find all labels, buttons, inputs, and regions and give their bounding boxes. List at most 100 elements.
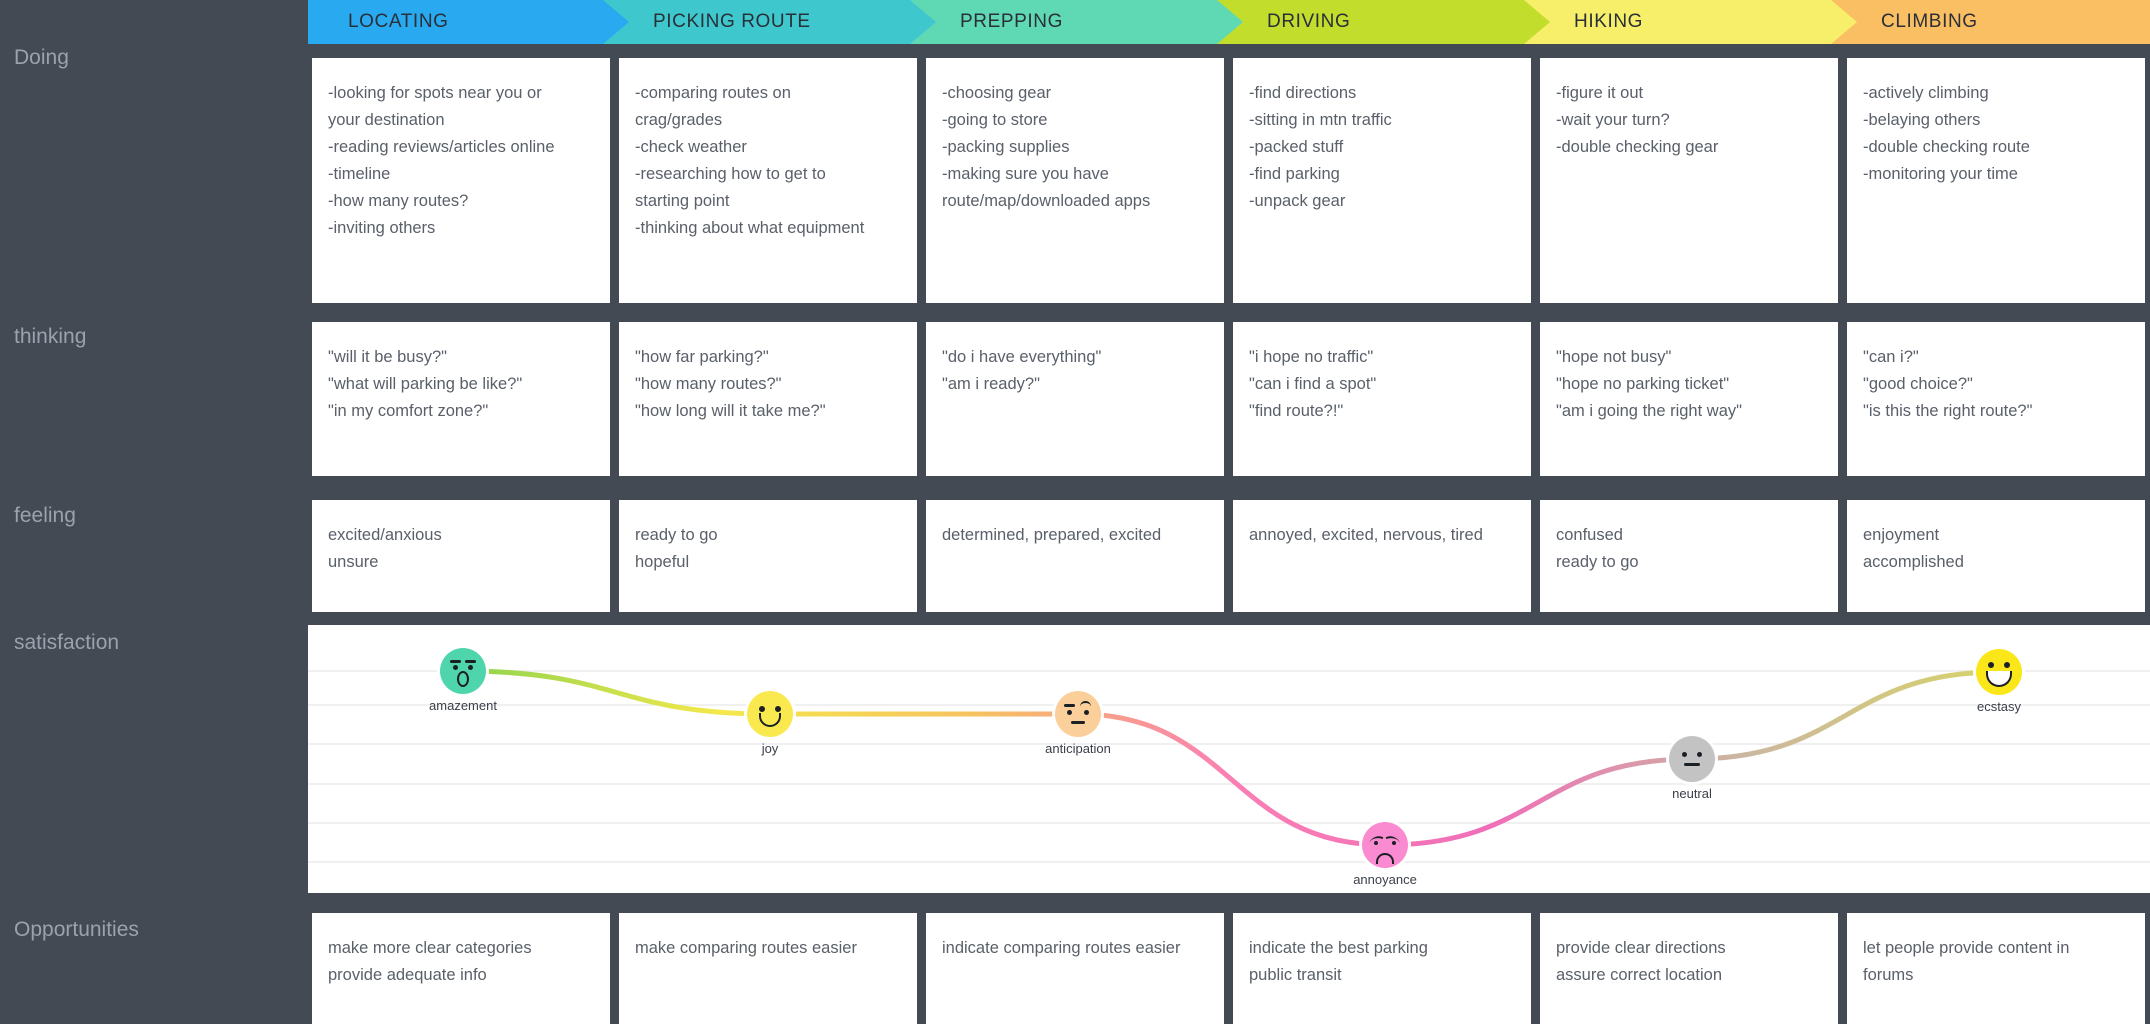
doing-line: -inviting others	[328, 219, 436, 237]
opportunity-cell[interactable]: make more clear categories provide adequa…	[312, 913, 610, 1024]
opportunity-line: forums	[1863, 966, 1914, 984]
thinking-line: "can i?"	[1863, 348, 1919, 366]
thinking-cell[interactable]: "i hope no traffic""can i find a spot""f…	[1233, 322, 1531, 476]
thinking-line: "i hope no traffic"	[1249, 348, 1374, 366]
thinking-line: "how far parking?"	[635, 348, 769, 366]
doing-line: -find parking	[1249, 165, 1340, 183]
thinking-line: "how many routes?"	[635, 375, 782, 393]
emotion-node-label: neutral	[1672, 786, 1712, 801]
feeling-cell[interactable]: excited/anxious unsure	[312, 500, 610, 612]
stage-chip-picking-route[interactable]: PICKING ROUTE	[601, 0, 936, 44]
doing-cell[interactable]: -figure it out-wait your turn?-double ch…	[1540, 58, 1838, 303]
doing-line: your destination	[328, 111, 445, 129]
doing-cell[interactable]: -looking for spots near you or your desti…	[312, 58, 610, 303]
emotion-node-label: ecstasy	[1976, 699, 2022, 714]
doing-line: -packing supplies	[942, 138, 1070, 156]
smiling-face-icon	[747, 691, 793, 737]
doing-line: -belaying others	[1863, 111, 1981, 129]
emotion-node-ecstasy[interactable]: ecstasy	[1976, 649, 2022, 714]
stage-label: PICKING ROUTE	[653, 11, 811, 32]
emotion-node-joy[interactable]: joy	[747, 691, 793, 756]
doing-line: -figure it out	[1556, 84, 1644, 102]
feeling-cell[interactable]: annoyed, excited, nervous, tired	[1233, 500, 1531, 612]
doing-cell[interactable]: -actively climbing-belaying others-doubl…	[1847, 58, 2145, 303]
thinking-line: "am i ready?"	[942, 375, 1040, 393]
feeling-line: unsure	[328, 553, 379, 571]
row-label-feeling: feeling	[14, 504, 76, 527]
thinking-cell[interactable]: "how far parking?" "how many routes?" "how…	[619, 322, 917, 476]
doing-line: -timeline	[328, 165, 391, 183]
doing-line: -making sure you have	[942, 165, 1109, 183]
stage-chip-hiking[interactable]: HIKING	[1522, 0, 1857, 44]
thinking-line: "do i have everything"	[942, 348, 1102, 366]
raised-brow-face-icon	[1055, 691, 1101, 737]
doing-line: crag/grades	[635, 111, 723, 129]
emotion-node-anticipation[interactable]: anticipation	[1045, 691, 1111, 756]
thinking-line: "hope no parking ticket"	[1556, 375, 1730, 393]
opportunity-line: public transit	[1249, 966, 1342, 984]
feeling-cell[interactable]: determined, prepared, excited	[926, 500, 1224, 612]
stage-label: PREPPING	[960, 11, 1063, 32]
thinking-cell[interactable]: "hope not busy""hope no parking ticket""…	[1540, 322, 1838, 476]
thinking-cell[interactable]: "will it be busy?" "what will parking be …	[312, 322, 610, 476]
emotion-node-amazement[interactable]: amazement	[429, 648, 497, 713]
doing-line: -packed stuff	[1249, 138, 1344, 156]
feeling-cell[interactable]: ready to go hopeful	[619, 500, 917, 612]
doing-line: -reading reviews/articles online	[328, 138, 555, 156]
thinking-line: "can i find a spot"	[1249, 375, 1377, 393]
opportunity-cell[interactable]: make comparing routes easier	[619, 913, 917, 1024]
doing-line: -sitting in mtn traffic	[1249, 111, 1392, 129]
doing-cell[interactable]: -choosing gear-going to store-packing su…	[926, 58, 1224, 303]
opportunity-cell[interactable]: indicate comparing routes easier	[926, 913, 1224, 1024]
thinking-cell[interactable]: "can i?""good choice?""is this the right…	[1847, 322, 2145, 476]
doing-cell[interactable]: -comparing routes on crag/grades -check we…	[619, 58, 917, 303]
doing-line: -researching how to get to	[635, 165, 826, 183]
neutral-face-icon	[1669, 736, 1715, 782]
feeling-line: excited/anxious	[328, 526, 442, 544]
doing-line: starting point	[635, 192, 730, 210]
doing-line: -looking for spots near you or	[328, 84, 542, 102]
doing-line: -how many routes?	[328, 192, 469, 210]
opportunity-line: provide adequate info	[328, 966, 487, 984]
opportunity-line: make more clear categories	[328, 939, 532, 957]
doing-line: -unpack gear	[1249, 192, 1346, 210]
thinking-cell[interactable]: "do i have everything" "am i ready?"	[926, 322, 1224, 476]
doing-cell[interactable]: -find directions-sitting in mtn traffic-…	[1233, 58, 1531, 303]
row-label-satisfaction: satisfaction	[14, 631, 120, 654]
feeling-line: hopeful	[635, 553, 690, 571]
row-label-opportunities: Opportunities	[14, 918, 139, 941]
grinning-face-icon	[1976, 649, 2022, 695]
feeling-line: annoyed, excited, nervous, tired	[1249, 526, 1483, 544]
emotion-node-annoyance[interactable]: annoyance	[1353, 822, 1417, 887]
stage-label: HIKING	[1574, 11, 1644, 32]
opportunity-line: indicate comparing routes easier	[942, 939, 1181, 957]
doing-line: -monitoring your time	[1863, 165, 2018, 183]
satisfaction-plot	[308, 668, 2150, 863]
doing-line: -thinking about what equipment	[635, 219, 865, 237]
opportunity-line: provide clear directions	[1556, 939, 1726, 957]
feeling-line: confused	[1556, 526, 1623, 544]
row-doing: -looking for spots near you or your desti…	[308, 58, 2150, 303]
doing-line: -check weather	[635, 138, 747, 156]
emotion-node-neutral[interactable]: neutral	[1669, 736, 1715, 801]
thinking-line: "how long will it take me?"	[635, 402, 826, 420]
satisfaction-line	[460, 668, 2002, 848]
stage-chip-driving[interactable]: DRIVING	[1215, 0, 1550, 44]
feeling-line: ready to go	[635, 526, 718, 544]
emotion-node-label: joy	[761, 741, 779, 756]
stage-chip-locating[interactable]: LOCATING	[308, 0, 629, 44]
thinking-line: "am i going the right way"	[1556, 402, 1742, 420]
stage-chip-prepping[interactable]: PREPPING	[908, 0, 1243, 44]
doing-line: -double checking route	[1863, 138, 2030, 156]
thinking-line: "what will parking be like?"	[328, 375, 523, 393]
stage-label: LOCATING	[348, 11, 449, 32]
doing-line: -comparing routes on	[635, 84, 791, 102]
stage-chip-climbing[interactable]: CLIMBING	[1829, 0, 2150, 44]
thinking-line: "will it be busy?"	[328, 348, 448, 366]
thinking-line: "in my comfort zone?"	[328, 402, 489, 420]
